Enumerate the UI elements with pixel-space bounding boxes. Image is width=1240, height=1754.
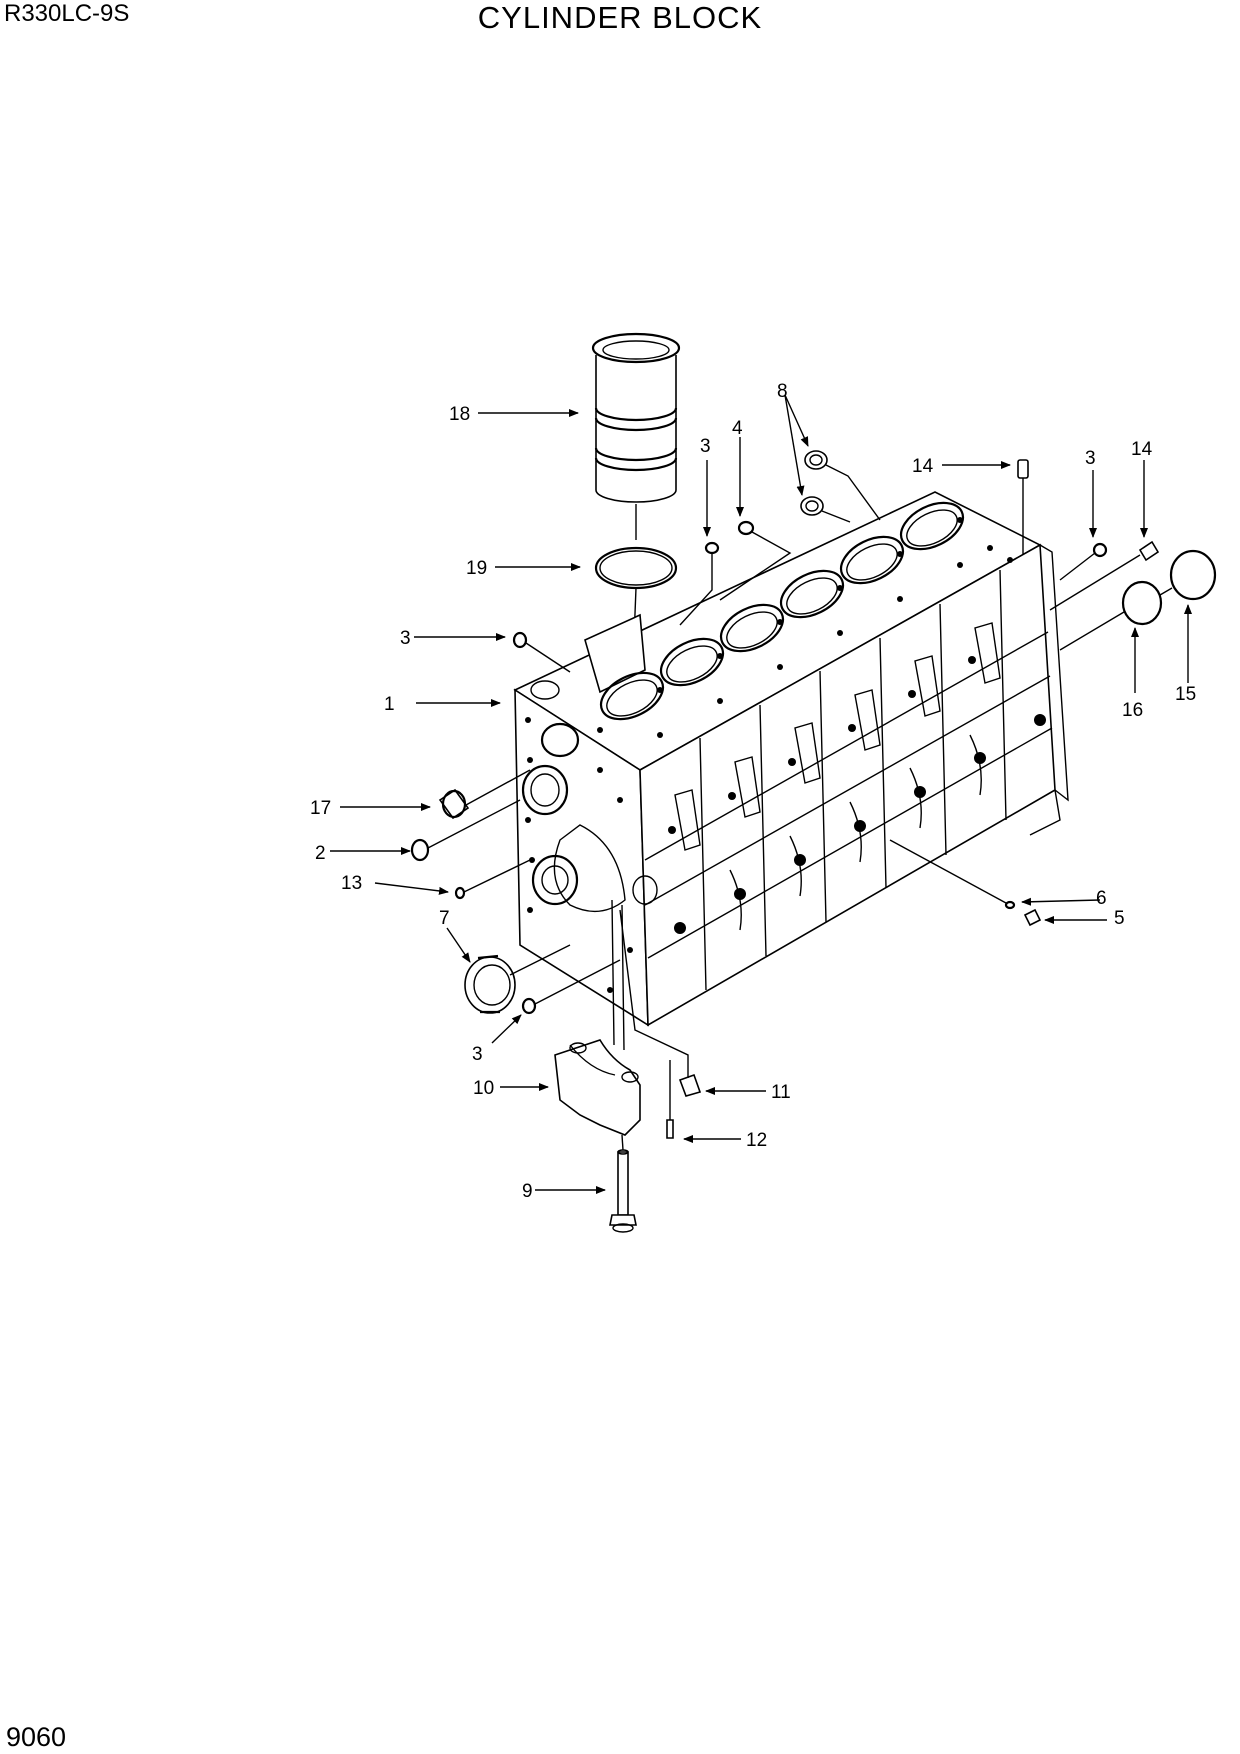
callout-label: 7 bbox=[439, 908, 450, 929]
callout-label: 3 bbox=[700, 436, 711, 457]
cylinder-block-part bbox=[513, 491, 1069, 1027]
callout-label: 10 bbox=[473, 1078, 494, 1099]
bolt-part bbox=[666, 1119, 674, 1139]
sleeve-part bbox=[438, 788, 470, 820]
callout-label: 6 bbox=[1096, 888, 1107, 909]
plug-part bbox=[521, 997, 537, 1015]
seal-part bbox=[464, 954, 516, 1014]
callout-label: 11 bbox=[771, 1082, 791, 1103]
callout-label: 19 bbox=[466, 558, 487, 579]
plug-part bbox=[454, 886, 466, 900]
callout-label: 12 bbox=[746, 1130, 767, 1151]
callout-label: 16 bbox=[1122, 700, 1143, 721]
plug-part bbox=[1092, 542, 1108, 558]
callout-label: 3 bbox=[400, 628, 411, 649]
plug-part bbox=[1004, 900, 1016, 910]
liner-o-ring-part bbox=[594, 546, 678, 590]
callout-label: 14 bbox=[1131, 439, 1153, 460]
sensor-part bbox=[678, 1073, 702, 1097]
gasket-part bbox=[1121, 580, 1163, 626]
cylinder-liner-part bbox=[591, 332, 681, 540]
plug-part bbox=[1017, 459, 1029, 479]
callout-label: 1 bbox=[384, 694, 395, 715]
callout-label: 5 bbox=[1114, 908, 1125, 929]
page-title: CYLINDER BLOCK bbox=[477, 0, 763, 35]
callout-label: 3 bbox=[1085, 448, 1096, 469]
plug-part bbox=[1138, 540, 1160, 562]
page-number: 9060 bbox=[6, 1722, 67, 1752]
callout-label: 14 bbox=[912, 456, 934, 477]
callout-label: 8 bbox=[777, 381, 788, 402]
callout-label: 18 bbox=[449, 404, 470, 425]
callout-label: 3 bbox=[472, 1044, 483, 1065]
o-ring-part bbox=[410, 838, 430, 862]
callout-label: 9 bbox=[522, 1181, 533, 1202]
callout-label: 2 bbox=[315, 843, 326, 864]
callout-label: 17 bbox=[310, 798, 331, 819]
gasket-part bbox=[1169, 549, 1217, 601]
callout-label: 15 bbox=[1175, 684, 1196, 705]
callout-label: 13 bbox=[341, 873, 362, 894]
plug-part bbox=[704, 541, 720, 555]
main-bolt-part bbox=[609, 1149, 637, 1233]
model-code: R330LC-9S bbox=[4, 0, 130, 27]
plug-part bbox=[1023, 908, 1042, 927]
bearing-cap-part bbox=[554, 1039, 641, 1136]
callout-arrows bbox=[330, 394, 1192, 1194]
plug-part bbox=[512, 631, 528, 649]
plug-part bbox=[737, 520, 755, 536]
callout-label: 4 bbox=[732, 418, 743, 439]
cup-plug-part bbox=[800, 450, 828, 516]
